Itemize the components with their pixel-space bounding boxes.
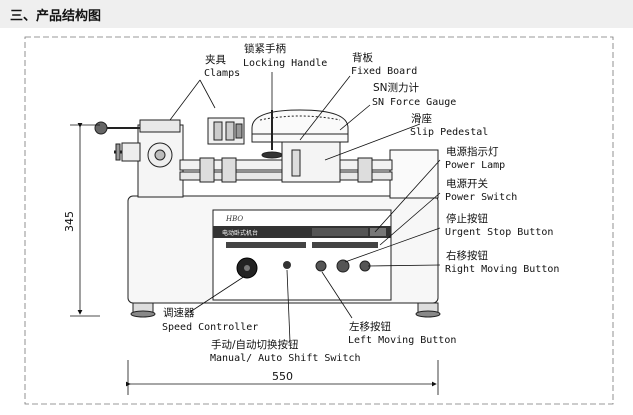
speed-controller-label-cn: 调速器 xyxy=(163,307,195,319)
manual-auto-label-en: Manual/ Auto Shift Switch xyxy=(210,353,361,364)
left-moving-button[interactable] xyxy=(315,260,327,272)
fixed-board-label-en: Fixed Board xyxy=(351,66,417,77)
right-moving-label-en: Right Moving Button xyxy=(445,264,559,275)
locking-handle-label-en: Locking Handle xyxy=(243,58,327,69)
section-header: 三、产品结构图 xyxy=(0,0,633,28)
urgent-stop-label-en: Urgent Stop Button xyxy=(445,227,553,238)
force-gauge-body xyxy=(251,109,349,143)
dashed-frame xyxy=(24,36,614,405)
power-lamp-label-en: Power Lamp xyxy=(445,160,505,171)
panel-title: 电动卧式机台 xyxy=(222,229,258,237)
control-panel-frame xyxy=(212,209,392,301)
slip-pedestal xyxy=(281,141,341,183)
fixed-board-label-cn: 背板 xyxy=(352,51,373,64)
width-dimension-value: 550 xyxy=(272,370,293,383)
force-gauge-label-en: SN Force Gauge xyxy=(372,97,456,108)
speed-controller-label-en: Speed Controller xyxy=(162,322,258,333)
height-dimension-value: 345 xyxy=(63,211,76,232)
urgent-stop-button[interactable] xyxy=(336,259,350,273)
manual-auto-label-cn: 手动/自动切换按钮 xyxy=(211,338,299,351)
panel-logo: HBO xyxy=(225,215,243,223)
clamps-label-cn: 夹具 xyxy=(205,53,226,66)
right-tower xyxy=(389,149,439,199)
clamp-knob xyxy=(94,121,108,135)
left-moving-label-cn: 左移按钮 xyxy=(349,320,391,333)
height-dimension xyxy=(70,123,100,317)
section-title: 三、产品结构图 xyxy=(10,9,102,24)
right-moving-label-cn: 右移按钮 xyxy=(446,249,488,262)
locking-handle-label-cn: 锁紧手柄 xyxy=(244,42,286,55)
slip-pedestal-label-cn: 滑座 xyxy=(411,112,432,125)
width-dimension xyxy=(126,360,439,395)
power-lamp-label-cn: 电源指示灯 xyxy=(446,145,499,158)
clamps-label-en: Clamps xyxy=(204,68,240,79)
force-gauge-label-cn: SN测力计 xyxy=(373,81,420,94)
power-switch-label-cn: 电源开关 xyxy=(446,177,488,190)
leader-lines xyxy=(169,72,441,343)
power-switch-label-en: Power Switch xyxy=(445,192,517,203)
slip-pedestal-label-en: Slip Pedestal xyxy=(410,127,488,138)
urgent-stop-label-cn: 停止按钮 xyxy=(446,212,488,225)
control-panel: HBO 电动卧式机台 xyxy=(212,209,392,301)
left-moving-label-en: Left Moving Button xyxy=(348,335,456,346)
manual-auto-switch[interactable] xyxy=(283,261,291,269)
